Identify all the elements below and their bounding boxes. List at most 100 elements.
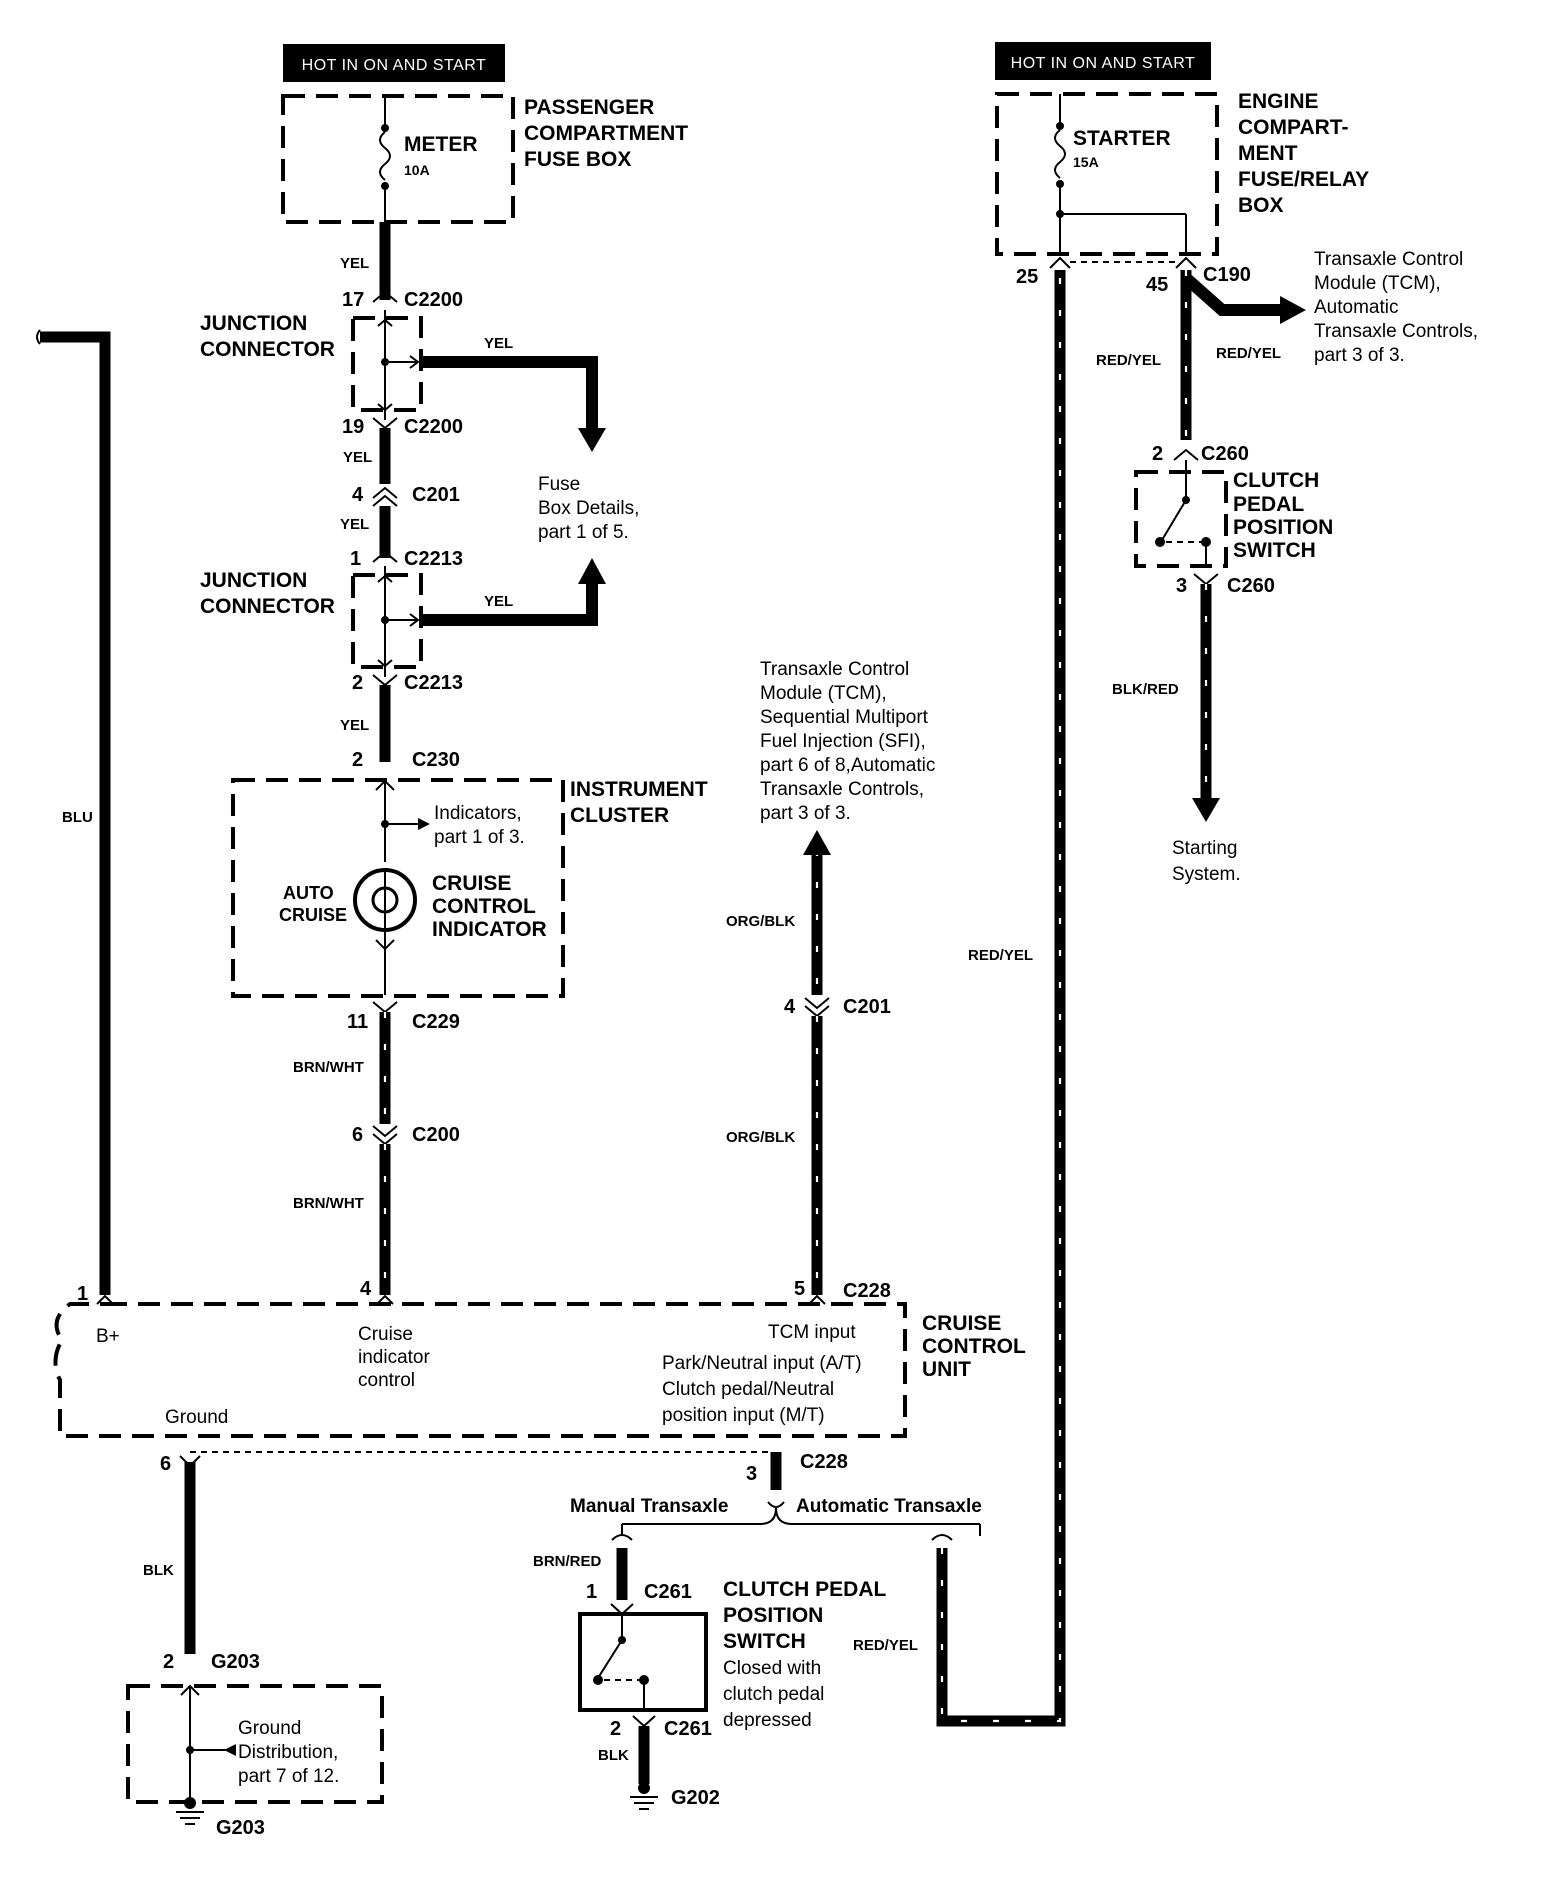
connectors-g203-top-name-label: G203 xyxy=(211,1651,260,1673)
cruise-control-unit-tcm-input-label: TCM input xyxy=(768,1322,856,1343)
junction-connector-1-line1-label: JUNCTION xyxy=(200,312,307,335)
cruise-control-unit-cruise-ind-line1-label: Cruise xyxy=(358,1324,413,1345)
transaxle-split-manual-label: Manual Transaxle xyxy=(570,1496,728,1517)
starting-system-line2-label: System. xyxy=(1172,864,1241,885)
wire-colors-blk-ground-label: BLK xyxy=(143,1562,174,1579)
wire-colors-red-yel-at-label: RED/YEL xyxy=(853,1637,918,1654)
clutch-switch-bottom-line1-label: CLUTCH PEDAL xyxy=(723,1578,886,1601)
engine-fuse-box-title-line3-label: MENT xyxy=(1238,142,1298,165)
ground-distribution-line3-label: part 7 of 12. xyxy=(238,1766,339,1787)
clutch-pedal-position-switch-bottom xyxy=(578,1612,708,1712)
fuse-box-details-line2-label: Box Details, xyxy=(538,498,639,519)
connectors-c261-bot-pin-label: 2 xyxy=(610,1718,621,1740)
wire-colors-brn-red-label: BRN/RED xyxy=(533,1553,602,1570)
wire-yel-branch-2 xyxy=(421,582,598,626)
instrument-cluster-title-line1-label: INSTRUMENT xyxy=(570,778,708,801)
fuse-box-details-line1-label: Fuse xyxy=(538,474,580,495)
connectors-c261-bot-name-label: C261 xyxy=(664,1718,712,1740)
connectors-c2200-bot-pin-label: 19 xyxy=(342,416,364,438)
transaxle-split-automatic-label: Automatic Transaxle xyxy=(796,1496,982,1517)
connectors-c230-pin-label: 2 xyxy=(352,749,363,771)
connectors-g203-top-pin-label: 2 xyxy=(163,1651,174,1673)
engine-fuse-box-title-line5-label: BOX xyxy=(1238,194,1284,217)
passenger-fuse-box-title-line2-label: COMPARTMENT xyxy=(524,122,688,145)
tcm-ref-top-line6-label: Transaxle Controls, xyxy=(760,779,924,800)
tcm-ref-right-line5-label: part 3 of 3. xyxy=(1314,345,1405,366)
clutch-switch-top-line3-label: POSITION xyxy=(1233,516,1333,539)
wire-red-yel-b xyxy=(1182,273,1282,316)
cruise-control-indicator-lamp xyxy=(353,868,417,932)
clutch-switch-bottom-line2-label: POSITION xyxy=(723,1604,823,1627)
wire-colors-blk-red-label: BLK/RED xyxy=(1112,681,1179,698)
connectors-c2200-top-pin-label: 17 xyxy=(342,289,364,311)
connectors-c2200-bot-name-label: C2200 xyxy=(404,416,463,438)
cruise-control-unit-title-line1-label: CRUISE xyxy=(922,1312,1001,1335)
clutch-switch-bottom-line3-label: SWITCH xyxy=(723,1630,806,1653)
tcm-ref-right-line1-label: Transaxle Control xyxy=(1314,249,1463,270)
connectors-c190-a-pin-label: 25 xyxy=(1016,266,1038,288)
meter-fuse-name: METER xyxy=(404,133,478,156)
grounds-g203-label: G203 xyxy=(216,1817,265,1839)
connectors-c2213-bot-name-label: C2213 xyxy=(404,672,463,694)
connectors-c228-top-pin-label: 5 xyxy=(794,1278,805,1300)
connectors-c260-bot-name-label: C260 xyxy=(1227,575,1275,597)
instrument-cluster-indicator-line3-label: INDICATOR xyxy=(432,918,547,941)
wire-colors-yel1-label: YEL xyxy=(340,255,369,272)
clutch-switch-top-line2-label: PEDAL xyxy=(1233,493,1304,516)
connectors-c190-b-name-label: C190 xyxy=(1203,264,1251,286)
connectors-c201-a-name-label: C201 xyxy=(412,484,460,506)
wire-colors-red-yel-a-label: RED/YEL xyxy=(1096,352,1161,369)
connectors-c228-top-name-label: C228 xyxy=(843,1280,891,1302)
wire-colors-yel-branch1-label: YEL xyxy=(484,335,513,352)
clutch-switch-top-line4-label: SWITCH xyxy=(1233,539,1316,562)
starting-system-line1-label: Starting xyxy=(1172,838,1237,859)
connectors-c2200-top-name-label: C2200 xyxy=(404,289,463,311)
ground-distribution xyxy=(126,1684,384,1804)
ground-symbol-g203 xyxy=(176,1797,204,1825)
instrument-cluster-indicator-line2-label: CONTROL xyxy=(432,895,536,918)
passenger-fuse-box: METER 10A xyxy=(281,94,515,224)
instrument-cluster-indicator-line1-label: CRUISE xyxy=(432,872,511,895)
tcm-ref-top-line3-label: Sequential Multiport xyxy=(760,707,929,728)
wire-blu xyxy=(40,331,111,1295)
clutch-switch-bottom-desc-line3-label: depressed xyxy=(723,1710,812,1731)
connectors-c261-top-name-label: C261 xyxy=(644,1581,692,1603)
tcm-ref-top-line2-label: Module (TCM), xyxy=(760,683,887,704)
passenger-fuse-box-title-line3-label: FUSE BOX xyxy=(524,148,631,171)
starter-fuse-rating: 15A xyxy=(1073,154,1099,170)
connectors-ccu-pin1-pin-label: 1 xyxy=(77,1283,88,1305)
cruise-control-unit-clutch-neutral-line2-label: position input (M/T) xyxy=(662,1405,825,1426)
starter-fuse-name: STARTER xyxy=(1073,127,1171,150)
wire-colors-yel2-label: YEL xyxy=(343,449,372,466)
cruise-control-unit-title-line2-label: CONTROL xyxy=(922,1335,1026,1358)
wire-colors-yel4-label: YEL xyxy=(340,717,369,734)
wire-colors-blu-label: BLU xyxy=(62,809,93,826)
cruise-control-unit-cruise-ind-line3-label: control xyxy=(358,1370,415,1391)
connectors-c229-pin-label: 11 xyxy=(347,1011,368,1033)
connectors-c201-a-pin-label: 4 xyxy=(352,484,364,506)
instrument-cluster xyxy=(231,778,565,998)
tcm-ref-right-line3-label: Automatic xyxy=(1314,297,1398,318)
wire-colors-blk-g202-label: BLK xyxy=(598,1747,629,1764)
connectors-c260-bot-pin-label: 3 xyxy=(1176,575,1187,597)
junction-connector-2-line2-label: CONNECTOR xyxy=(200,595,335,618)
connectors-c200-pin-label: 6 xyxy=(352,1124,363,1146)
engine-fuse-box-title-line2-label: COMPART- xyxy=(1238,116,1348,139)
header-tags-right-label: HOT IN ON AND START xyxy=(1011,55,1196,72)
tcm-ref-right-line2-label: Module (TCM), xyxy=(1314,273,1441,294)
connectors-c2213-top-name-label: C2213 xyxy=(404,548,463,570)
wire-colors-brn-wht2-label: BRN/WHT xyxy=(293,1195,364,1212)
meter-fuse-rating: 10A xyxy=(404,162,430,178)
wire-red-yel-at xyxy=(936,270,1066,1727)
connectors-c230-name-label: C230 xyxy=(412,749,460,771)
connectors-ccu-pin4-pin-label: 4 xyxy=(360,1278,372,1300)
grounds-g202-label: G202 xyxy=(671,1787,720,1809)
connectors-c260-top-pin-label: 2 xyxy=(1152,443,1163,465)
junction-connector-2-line1-label: JUNCTION xyxy=(200,569,307,592)
connectors-c228-bot-pin-label: 3 xyxy=(746,1463,757,1485)
wire-colors-org-blk1-label: ORG/BLK xyxy=(726,913,795,930)
connectors-c229-name-label: C229 xyxy=(412,1011,460,1033)
cruise-control-unit-b-plus-label: B+ xyxy=(96,1326,120,1347)
cruise-control-unit-ground-label: Ground xyxy=(165,1407,228,1428)
